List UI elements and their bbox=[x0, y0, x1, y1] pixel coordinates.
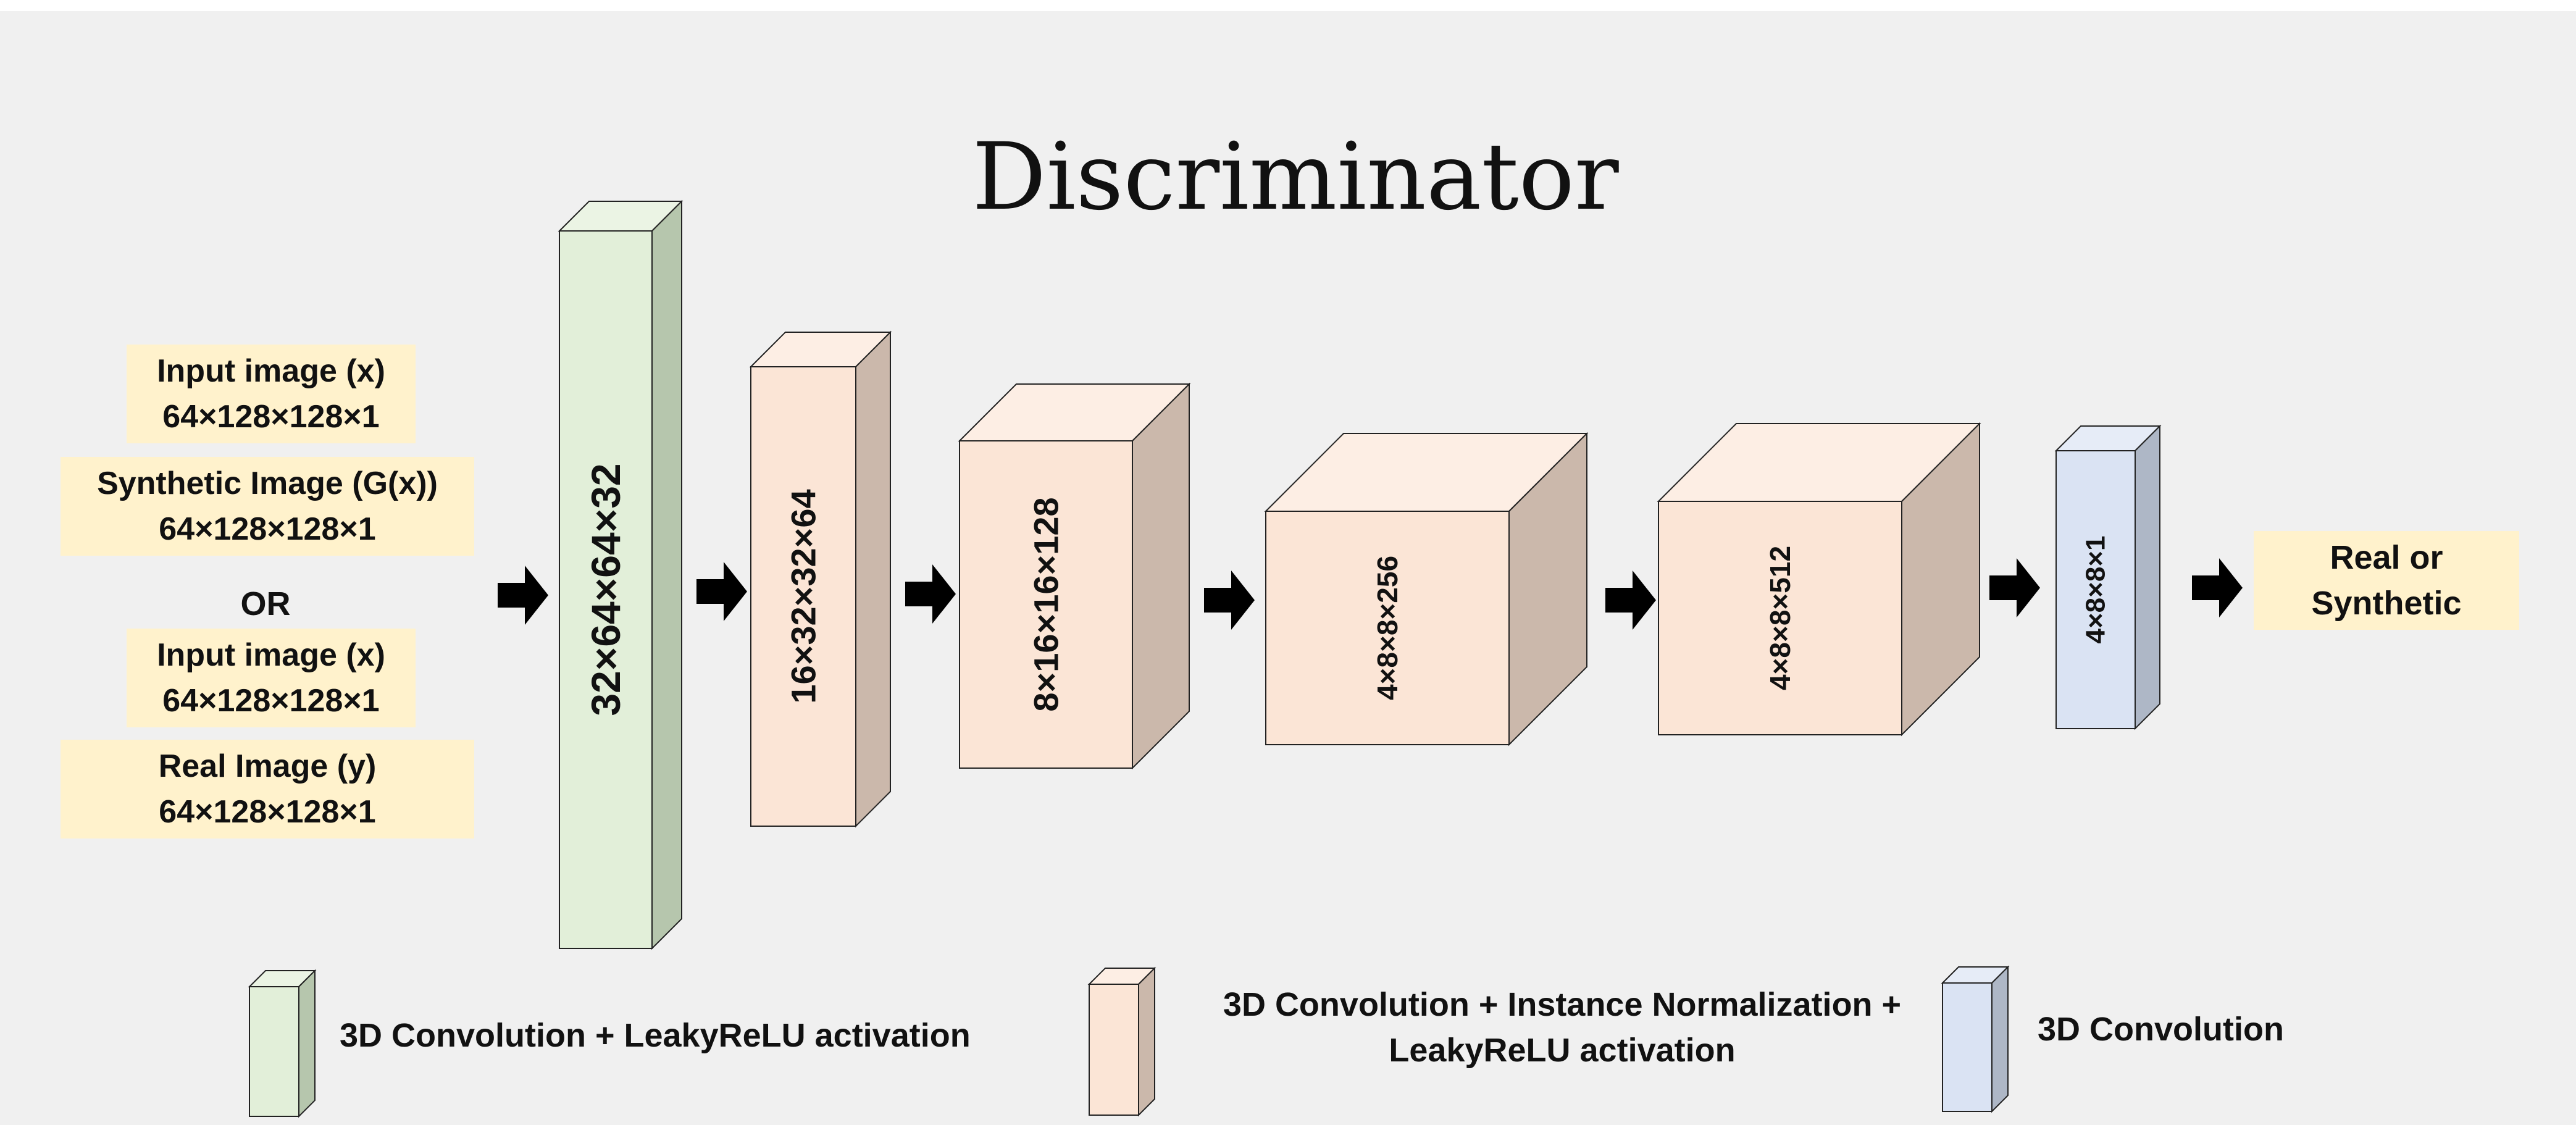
input-dims: 64×128×128×1 bbox=[162, 683, 380, 719]
input-name: Input image (x) bbox=[157, 353, 385, 389]
layer-block-1: 32×64×64×32 bbox=[558, 199, 684, 950]
legend-block-2 bbox=[1087, 966, 1156, 1117]
layer-block-3-front-face bbox=[959, 440, 1133, 769]
layer-block-6-front-face bbox=[2055, 450, 2136, 729]
input-name: Input image (x) bbox=[157, 637, 385, 673]
legend-block-3-side-face bbox=[1991, 965, 2009, 1113]
input-box-synthetic: Synthetic Image (G(x)) 64×128×128×1 bbox=[61, 457, 474, 556]
layer-dim-label: 4×8×8×512 bbox=[1764, 546, 1796, 690]
input-box-real: Real Image (y) 64×128×128×1 bbox=[61, 740, 474, 839]
or-label: OR bbox=[240, 585, 291, 622]
legend-block-1 bbox=[248, 969, 317, 1118]
legend-text-conv-in-leaky: 3D Convolution + Instance Normalization … bbox=[1161, 982, 1963, 1073]
layer-dim-label: 4×8×8×1 bbox=[2081, 536, 2111, 644]
diagram-title: Discriminator bbox=[972, 123, 1619, 231]
legend-block-3-front-face bbox=[1942, 982, 1993, 1112]
legend-text-conv-leaky: 3D Convolution + LeakyReLU activation bbox=[340, 1017, 971, 1054]
layer-block-4: 4×8×8×256 bbox=[1264, 432, 1589, 747]
input-box-x-1: Input image (x) 64×128×128×1 bbox=[127, 345, 416, 443]
layer-block-6-side-face bbox=[2135, 424, 2160, 730]
legend-line-2: LeakyReLU activation bbox=[1389, 1032, 1736, 1069]
layer-block-3: 8×16×16×128 bbox=[958, 382, 1191, 770]
right-arrow-icon bbox=[1605, 571, 1656, 630]
layer-block-5: 4×8×8×512 bbox=[1657, 422, 1981, 737]
input-name: Real Image (y) bbox=[158, 748, 377, 784]
layer-dim-label: 32×64×64×32 bbox=[583, 463, 629, 716]
output-line-1: Real or bbox=[2330, 539, 2443, 576]
layer-block-1-side-face bbox=[651, 199, 682, 950]
input-box-x-2: Input image (x) 64×128×128×1 bbox=[127, 629, 416, 727]
legend-block-1-side-face bbox=[298, 969, 316, 1118]
output-line-2: Synthetic bbox=[2311, 585, 2462, 622]
input-dims: 64×128×128×1 bbox=[162, 399, 380, 435]
layer-block-6: 4×8×8×1 bbox=[2054, 424, 2162, 730]
diagram-panel: Input image (x) 64×128×128×1 Synthetic I… bbox=[0, 11, 2576, 1125]
legend-block-1-front-face bbox=[249, 986, 299, 1117]
right-arrow-icon bbox=[1204, 571, 1255, 630]
layer-block-4-front-face bbox=[1265, 511, 1510, 745]
layer-block-2: 16×32×32×64 bbox=[749, 330, 892, 828]
output-box: Real or Synthetic bbox=[2254, 531, 2519, 630]
right-arrow-icon bbox=[905, 564, 956, 624]
layer-block-2-front-face bbox=[750, 366, 856, 827]
right-arrow-icon bbox=[1989, 558, 2040, 617]
right-arrow-icon bbox=[2192, 558, 2243, 617]
layer-dim-label: 4×8×8×256 bbox=[1371, 556, 1403, 700]
diagram-canvas: Discriminator 32×64×64×32 16×32×32×64 8×16… bbox=[248, 123, 2243, 1118]
right-arrow-icon bbox=[696, 562, 747, 621]
legend-blocks bbox=[248, 965, 2010, 1118]
right-arrow-icon bbox=[498, 566, 548, 625]
layer-block-3-side-face bbox=[1132, 382, 1190, 770]
legend-block-2-front-face bbox=[1089, 984, 1139, 1116]
legend-text-conv: 3D Convolution bbox=[2038, 1011, 2284, 1048]
flow-arrows bbox=[498, 558, 2243, 630]
input-dims: 64×128×128×1 bbox=[159, 511, 376, 547]
input-name: Synthetic Image (G(x)) bbox=[97, 466, 438, 501]
legend-line-1: 3D Convolution + Instance Normalization … bbox=[1223, 986, 1902, 1023]
layer-block-5-front-face bbox=[1658, 501, 1902, 735]
input-dims: 64×128×128×1 bbox=[159, 794, 376, 830]
layer-dim-label: 16×32×32×64 bbox=[784, 489, 823, 703]
layer-block-1-front-face bbox=[559, 230, 653, 949]
layer-blocks: 32×64×64×32 16×32×32×64 8×16×16×128 4×8×8×2… bbox=[558, 199, 2162, 950]
layer-block-2-side-face bbox=[855, 330, 891, 828]
legend-block-3 bbox=[1941, 965, 2010, 1113]
layer-dim-label: 8×16×16×128 bbox=[1027, 497, 1066, 711]
legend-block-2-side-face bbox=[1138, 966, 1155, 1117]
